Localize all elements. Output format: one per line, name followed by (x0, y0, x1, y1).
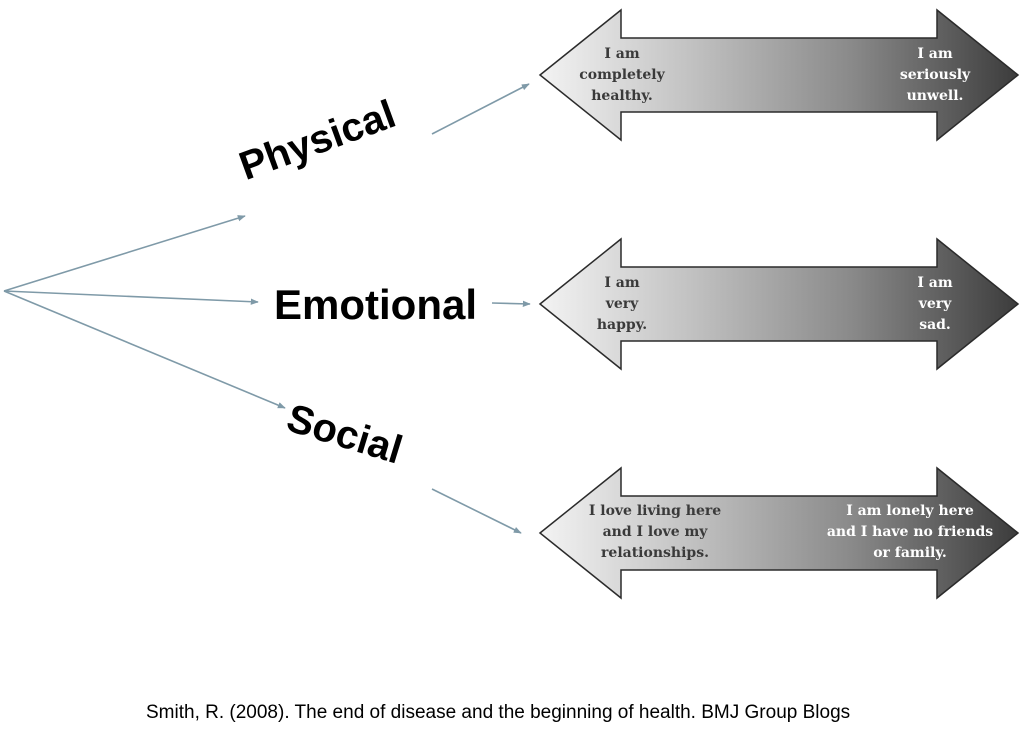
connector-origin-physical (3, 215, 246, 292)
connector-physical-arrow (431, 83, 530, 135)
scale-arrow-physical (538, 8, 1020, 142)
connector-origin-social (3, 290, 286, 409)
connector-origin-emotional (3, 290, 259, 305)
connector-social-arrow (431, 488, 522, 534)
emotional-right-text: I am very sad. (917, 275, 953, 333)
scale-arrow-social (538, 466, 1020, 600)
scale-arrow-emotional (538, 237, 1020, 371)
physical-right-text: I am seriously unwell. (899, 46, 971, 104)
social-right-text: I am lonely here and I have no friends o… (826, 503, 994, 561)
physical-left-text: I am completely healthy. (579, 46, 665, 104)
connector-emotional-arrow (491, 300, 531, 308)
citation-text: Smith, R. (2008). The end of disease and… (146, 702, 851, 723)
label-emotional: Emotional (274, 281, 478, 328)
social-left-text: I love living here and I love my relatio… (588, 503, 722, 561)
emotional-left-text: I am very happy. (596, 275, 648, 333)
